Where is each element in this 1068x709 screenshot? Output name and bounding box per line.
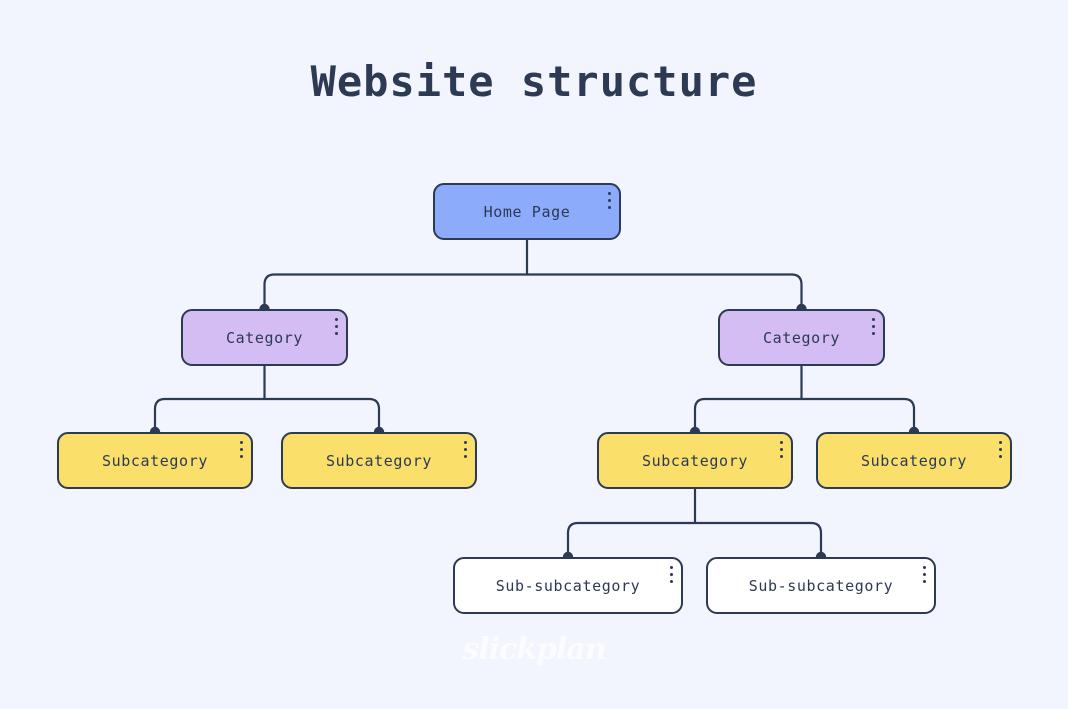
sitemap-node-label: Sub-subcategory bbox=[495, 576, 641, 595]
sitemap-node-sub4[interactable]: Subcategory bbox=[816, 432, 1012, 489]
kebab-menu-icon[interactable] bbox=[779, 441, 783, 458]
sitemap-node-label: Home Page bbox=[483, 202, 571, 221]
kebab-menu-icon[interactable] bbox=[669, 566, 673, 583]
connector-path bbox=[566, 521, 695, 557]
kebab-menu-icon[interactable] bbox=[871, 318, 875, 335]
connector-path bbox=[527, 273, 803, 309]
connector-path bbox=[153, 397, 265, 432]
kebab-menu-icon[interactable] bbox=[607, 192, 611, 209]
sitemap-node-home[interactable]: Home Page bbox=[433, 183, 621, 240]
kebab-menu-icon[interactable] bbox=[463, 441, 467, 458]
sitemap-node-sub1[interactable]: Subcategory bbox=[57, 432, 253, 489]
sitemap-node-label: Subcategory bbox=[102, 451, 208, 470]
sitemap-node-label: Subcategory bbox=[642, 451, 748, 470]
sitemap-node-label: Category bbox=[225, 328, 304, 347]
sitemap-node-label: Category bbox=[762, 328, 841, 347]
connector-path bbox=[695, 521, 823, 557]
sitemap-node-ssub2[interactable]: Sub-subcategory bbox=[706, 557, 936, 614]
kebab-menu-icon[interactable] bbox=[334, 318, 338, 335]
sitemap-node-label: Subcategory bbox=[861, 451, 967, 470]
sitemap-node-cat2[interactable]: Category bbox=[718, 309, 885, 366]
kebab-menu-icon[interactable] bbox=[922, 566, 926, 583]
sitemap-node-label: Sub-subcategory bbox=[748, 576, 894, 595]
sitemap-node-sub3[interactable]: Subcategory bbox=[597, 432, 793, 489]
kebab-menu-icon[interactable] bbox=[998, 441, 1002, 458]
connector-path bbox=[801, 397, 916, 432]
sitemap-node-cat1[interactable]: Category bbox=[181, 309, 348, 366]
kebab-menu-icon[interactable] bbox=[239, 441, 243, 458]
sitemap-node-sub2[interactable]: Subcategory bbox=[281, 432, 477, 489]
slickplan-watermark: slickplan bbox=[462, 632, 606, 667]
connector-path bbox=[693, 397, 802, 432]
sitemap-node-ssub1[interactable]: Sub-subcategory bbox=[453, 557, 683, 614]
sitemap-node-label: Subcategory bbox=[326, 451, 432, 470]
page-title: Website structure bbox=[310, 57, 758, 106]
connector-path bbox=[263, 273, 527, 309]
connector-path bbox=[264, 397, 381, 432]
